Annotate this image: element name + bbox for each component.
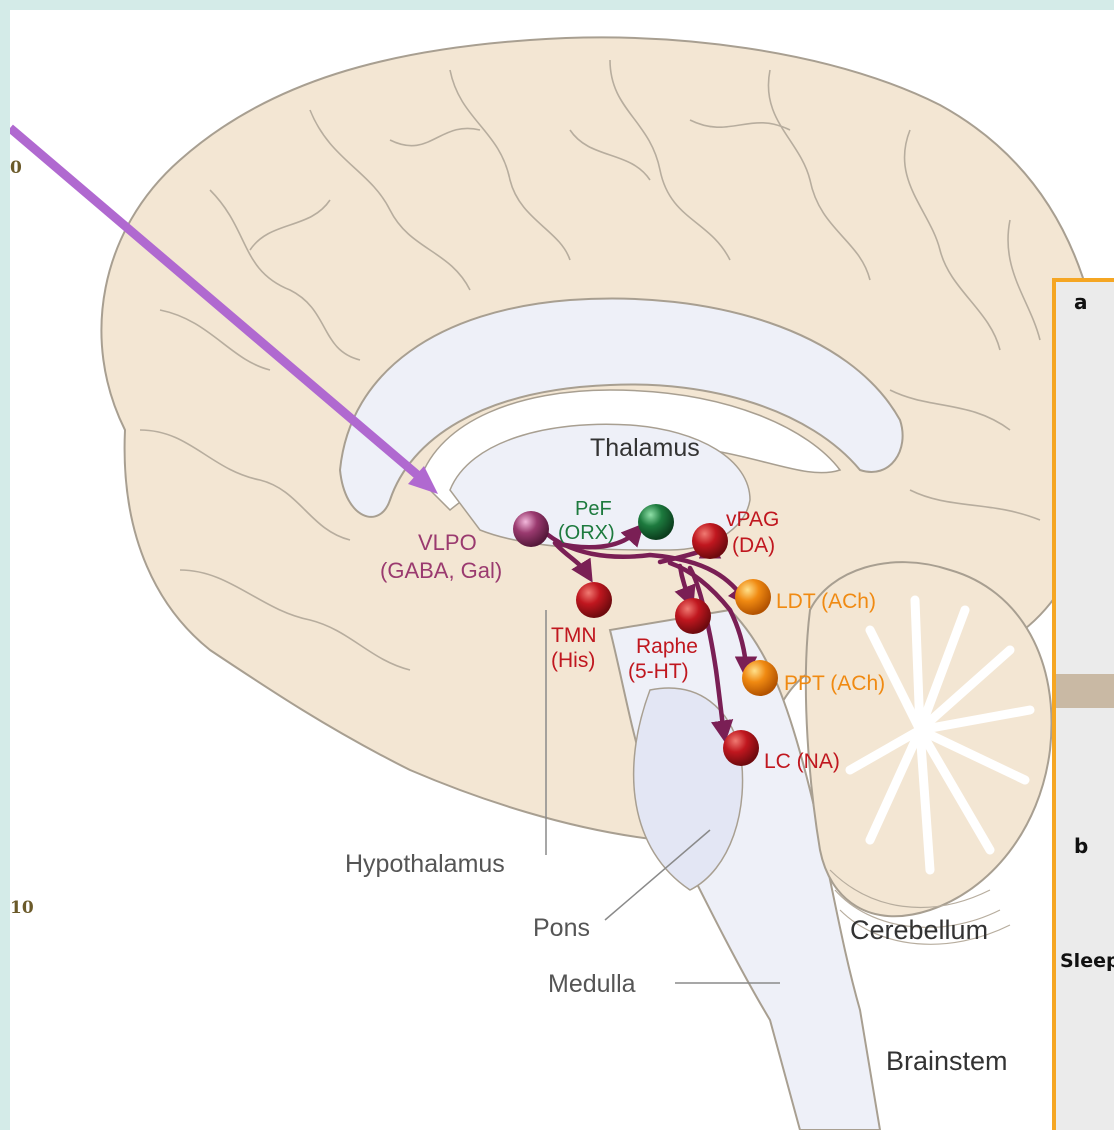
diagram-canvas: Thalamus Hypothalamus Pons Medulla Cereb… (10, 10, 1114, 1130)
hypothalamus-label: Hypothalamus (345, 850, 505, 878)
raphe-sub-label: (5-HT) (628, 660, 689, 683)
brain-diagram: Thalamus Hypothalamus Pons Medulla Cereb… (10, 10, 1114, 1130)
pef-label: PeF (575, 498, 612, 520)
vlpo-sub-label: (GABA, Gal) (380, 558, 502, 583)
raphe-node (675, 598, 711, 634)
thalamus-label: Thalamus (590, 434, 700, 462)
edge-fragment-lower: 10 (10, 898, 34, 918)
tmn-label: TMN (551, 624, 597, 647)
ldt-node (735, 579, 771, 615)
sleep-label: Sleep (1060, 950, 1114, 972)
ldt-label: LDT (ACh) (776, 590, 876, 613)
vpag-node (692, 523, 728, 559)
side-panel: a b Sleep (1052, 278, 1114, 1130)
panel-label-a: a (1074, 290, 1088, 314)
edge-fragment-upper: 0 (10, 158, 22, 178)
tmn-sub-label: (His) (551, 649, 595, 672)
vlpo-label: VLPO (418, 530, 477, 555)
lc-node (723, 730, 759, 766)
brainstem-label: Brainstem (886, 1046, 1008, 1076)
raphe-label: Raphe (636, 635, 698, 658)
pons-label: Pons (533, 914, 590, 942)
vpag-label: vPAG (726, 508, 779, 531)
panel-divider (1056, 674, 1114, 708)
ppt-label: PPT (ACh) (784, 672, 885, 695)
pef-sub-label: (ORX) (558, 522, 615, 544)
cerebellum-label: Cerebellum (850, 915, 988, 945)
vlpo-node (513, 511, 549, 547)
panel-label-b: b (1074, 834, 1088, 858)
tmn-node (576, 582, 612, 618)
pef-node (638, 504, 674, 540)
lc-label: LC (NA) (764, 750, 840, 773)
medulla-label: Medulla (548, 970, 636, 998)
ppt-node (742, 660, 778, 696)
vpag-sub-label: (DA) (732, 534, 775, 557)
